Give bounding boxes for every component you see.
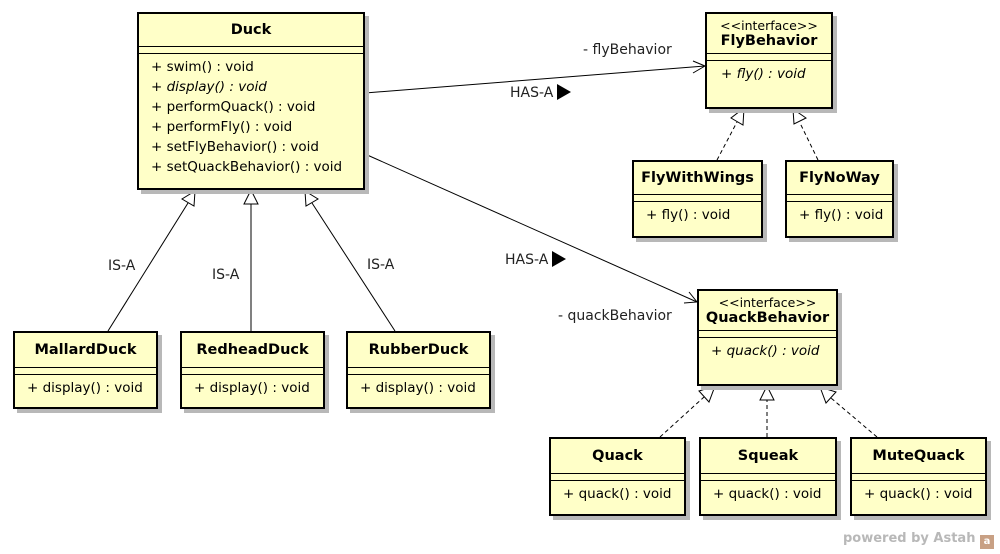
quackbehavior-interface[interactable]: <<interface>> QuackBehavior + quack() : …: [697, 289, 838, 386]
redheadduck-class[interactable]: RedheadDuck + display() : void: [180, 331, 325, 409]
rubberduck-attributes: [348, 368, 489, 375]
interface-stereotype: <<interface>>: [718, 295, 817, 310]
direction-triangle-icon: [557, 84, 572, 100]
duck-class[interactable]: Duck + swim() : void + display() : void …: [137, 12, 365, 190]
flywithwings-operations: + fly() : void: [634, 202, 761, 228]
quack-operations: + quack() : void: [551, 481, 684, 507]
quackbehavior-operations: + quack() : void: [699, 338, 836, 364]
mutequack-realization-arrowhead: [819, 386, 837, 404]
operation: + setFlyBehavior() : void: [151, 139, 319, 155]
flynoway-realization-arrowhead: [792, 107, 807, 125]
watermark-text: powered by Astah: [842, 531, 976, 546]
operation: + quack() : void: [563, 486, 672, 502]
mallardduck-class-name: MallardDuck: [15, 333, 156, 368]
quack-role-label: - quackBehavior: [558, 308, 672, 324]
interface-stereotype: <<interface>>: [720, 18, 818, 33]
flywithwings-class-name: FlyWithWings: [634, 162, 761, 195]
duck-operations: + swim() : void + display() : void + per…: [139, 54, 363, 180]
operation: + fly() : void: [646, 207, 731, 223]
flybehavior-operations: + fly() : void: [707, 61, 831, 87]
operation: + display() : void: [360, 380, 476, 396]
flybehavior-class-name: FlyBehavior: [720, 33, 818, 49]
quackbehavior-attributes: [699, 331, 836, 338]
is-a-rubber-label: IS-A: [367, 257, 395, 273]
has-a-fly-association: [364, 65, 706, 94]
has-a-fly-label: HAS-A: [510, 84, 572, 101]
has-a-quack-label: HAS-A: [505, 251, 567, 268]
quack-realization-arrowhead: [698, 385, 716, 403]
rubberduck-class[interactable]: RubberDuck + display() : void: [346, 331, 491, 409]
rubber-generalization-arrowhead: [304, 190, 319, 207]
operation: + swim() : void: [151, 59, 254, 75]
squeak-realization-arrowhead: [759, 384, 775, 401]
mutequack-class[interactable]: MuteQuack + quack() : void: [850, 437, 987, 516]
mutequack-operations: + quack() : void: [852, 481, 985, 507]
operation: + display() : void: [151, 79, 267, 95]
has-a-quack-association: [364, 153, 698, 303]
operation: + display() : void: [194, 380, 310, 396]
flybehavior-header: <<interface>> FlyBehavior: [707, 14, 831, 54]
is-a-rubber-line: [311, 202, 396, 332]
mutequack-realization-line: [830, 397, 878, 438]
flywithwings-realization-arrowhead: [730, 106, 745, 126]
rubberduck-operations: + display() : void: [348, 375, 489, 401]
flybehavior-interface[interactable]: <<interface>> FlyBehavior + fly() : void: [705, 12, 833, 109]
redhead-generalization-arrowhead: [243, 188, 259, 205]
flynoway-realization-line: [799, 122, 819, 161]
squeak-class-name: Squeak: [701, 439, 835, 474]
flynoway-class-name: FlyNoWay: [787, 162, 892, 195]
mutequack-attributes: [852, 474, 985, 481]
flynoway-class[interactable]: FlyNoWay + fly() : void: [785, 160, 894, 238]
operation: + fly() : void: [721, 66, 806, 82]
watermark: powered by Astah a: [843, 531, 994, 549]
quack-realization-line: [659, 396, 705, 438]
rubberduck-class-name: RubberDuck: [348, 333, 489, 368]
mallardduck-operations: + display() : void: [15, 375, 156, 401]
flynoway-operations: + fly() : void: [787, 202, 892, 228]
mallardduck-class[interactable]: MallardDuck + display() : void: [13, 331, 158, 409]
redheadduck-attributes: [182, 368, 323, 375]
operation: + setQuackBehavior() : void: [151, 159, 343, 175]
quack-class-name: Quack: [551, 439, 684, 474]
operation: + performFly() : void: [151, 119, 293, 135]
operation: + quack() : void: [864, 486, 973, 502]
is-a-mallard-label: IS-A: [108, 258, 136, 274]
squeak-attributes: [701, 474, 835, 481]
mallard-generalization-arrowhead: [181, 190, 196, 207]
is-a-mallard-line: [107, 202, 189, 332]
squeak-operations: + quack() : void: [701, 481, 835, 507]
quackbehavior-class-name: QuackBehavior: [705, 310, 830, 326]
fly-role-label: - flyBehavior: [583, 42, 672, 58]
mallardduck-attributes: [15, 368, 156, 375]
operation: + performQuack() : void: [151, 99, 316, 115]
operation: + fly() : void: [799, 207, 884, 223]
operation: + quack() : void: [713, 486, 822, 502]
duck-class-name: Duck: [139, 14, 363, 47]
mutequack-class-name: MuteQuack: [852, 439, 985, 474]
operation: + display() : void: [27, 380, 143, 396]
has-a-quack-text: HAS-A: [505, 252, 549, 268]
quack-attributes: [551, 474, 684, 481]
has-a-fly-text: HAS-A: [510, 85, 554, 101]
quackbehavior-header: <<interface>> QuackBehavior: [699, 291, 836, 331]
squeak-class[interactable]: Squeak + quack() : void: [699, 437, 837, 516]
quack-class[interactable]: Quack + quack() : void: [549, 437, 686, 516]
flywithwings-realization-line: [716, 121, 738, 161]
astah-logo-icon: a: [980, 535, 994, 549]
flywithwings-attributes: [634, 195, 761, 202]
flywithwings-class[interactable]: FlyWithWings + fly() : void: [632, 160, 763, 238]
duck-attributes: [139, 47, 363, 54]
is-a-redhead-label: IS-A: [212, 267, 240, 283]
flynoway-attributes: [787, 195, 892, 202]
redheadduck-operations: + display() : void: [182, 375, 323, 401]
redheadduck-class-name: RedheadDuck: [182, 333, 323, 368]
operation: + quack() : void: [711, 343, 820, 359]
direction-triangle-icon: [552, 251, 567, 267]
flybehavior-attributes: [707, 54, 831, 61]
